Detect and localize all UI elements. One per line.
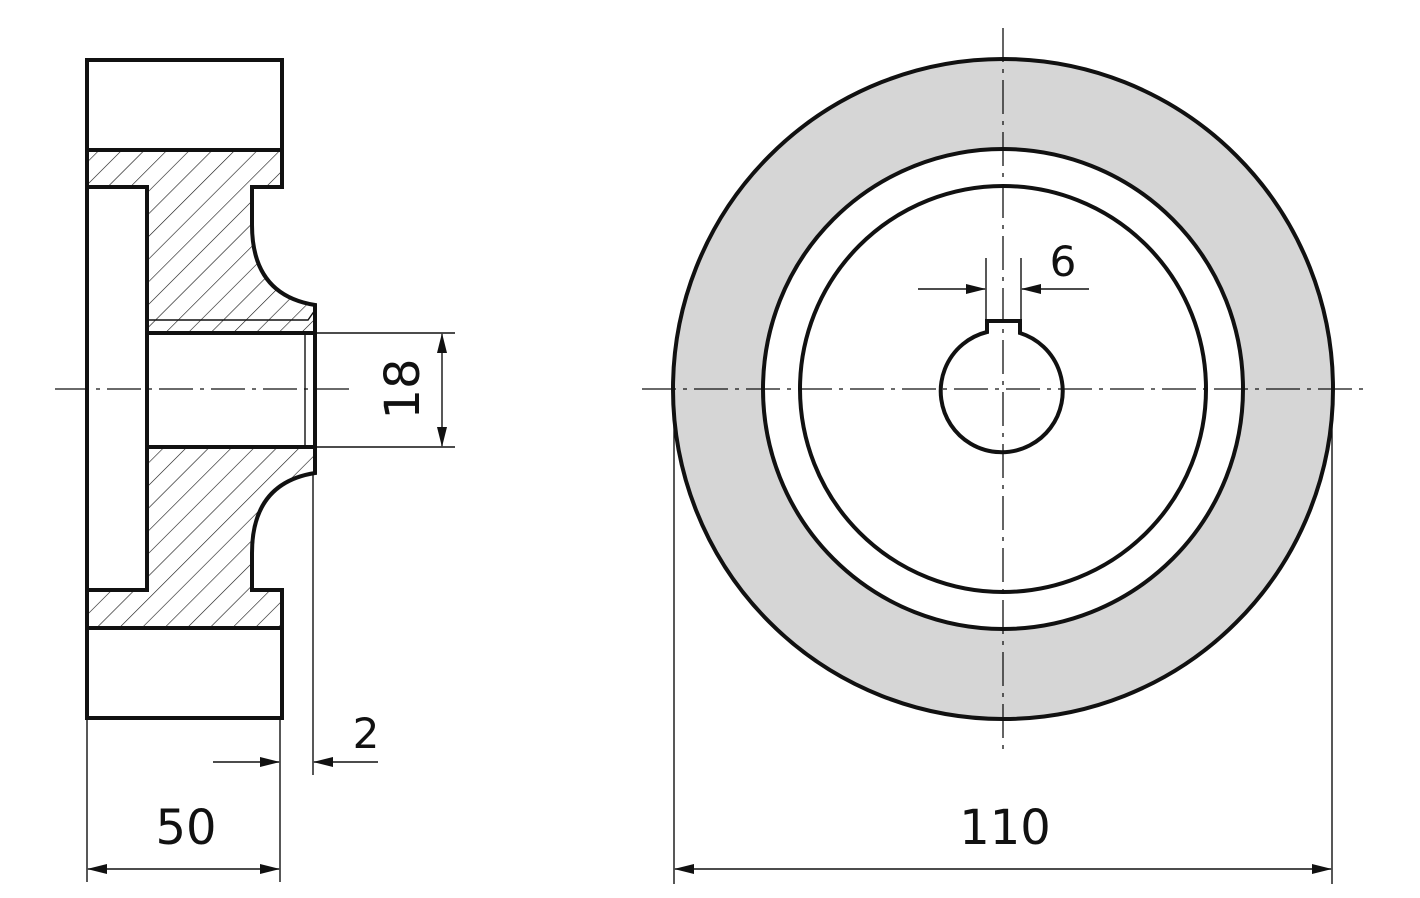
dim-key-label: 6 xyxy=(1050,237,1077,286)
keyway-line xyxy=(147,309,316,321)
dim-bore-label: 18 xyxy=(375,358,431,419)
bore-keyway xyxy=(938,319,1065,455)
rim-top xyxy=(85,58,284,152)
dim-offset-label: 2 xyxy=(353,709,380,758)
dim-width-label: 50 xyxy=(155,800,216,856)
recess-left xyxy=(87,185,149,592)
section-view: 50 2 18 xyxy=(55,58,455,882)
front-view: 6 110 xyxy=(642,28,1368,884)
dim-diameter-label: 110 xyxy=(959,800,1051,856)
rim-bottom xyxy=(85,626,284,720)
